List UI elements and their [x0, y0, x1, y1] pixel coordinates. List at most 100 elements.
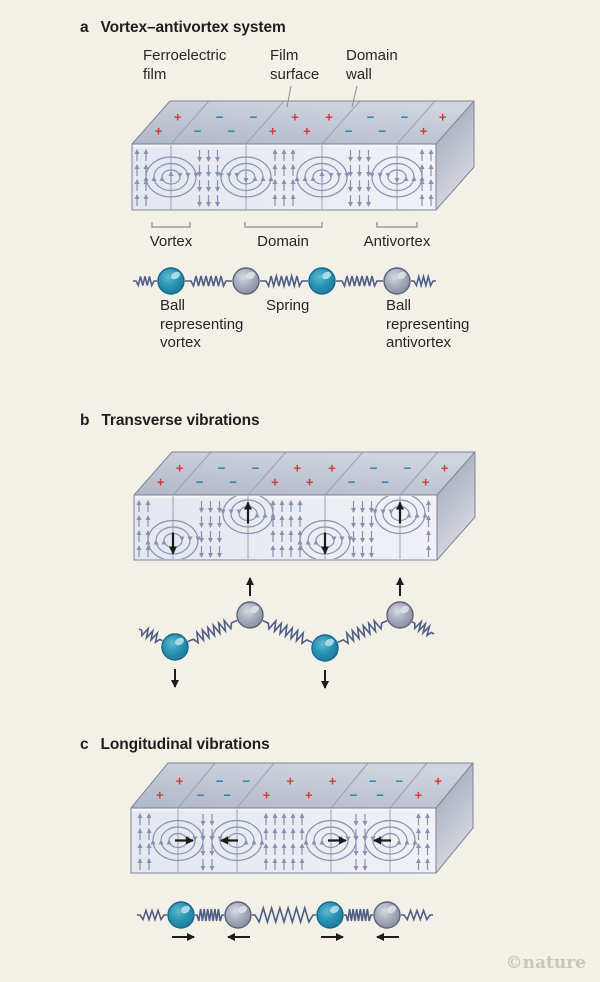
nature-watermark: ©nature	[505, 953, 586, 973]
domain-wall-top	[170, 100, 210, 145]
domain-wall-top	[396, 100, 436, 145]
domain-wall-top	[321, 100, 361, 145]
svg-text:−: −	[216, 110, 224, 125]
domain-wall-top	[324, 451, 364, 496]
spring	[337, 618, 388, 646]
antivortex-swirl	[209, 819, 265, 862]
svg-text:+: +	[328, 461, 336, 476]
vortex-ball	[311, 634, 339, 662]
svg-text:+: +	[176, 774, 184, 789]
spring	[336, 275, 383, 289]
panel-b-heading: b Transverse vibrations	[80, 412, 260, 430]
panel-c-letter: c	[80, 736, 89, 753]
svg-text:+: +	[329, 774, 337, 789]
panel-b-title: Transverse vibrations	[101, 412, 260, 429]
film-box: +−−++−−++−−++−−+	[132, 100, 474, 210]
spring	[138, 625, 163, 645]
antivortex-ball	[373, 901, 401, 929]
vortex-ball	[157, 267, 185, 295]
domain-wall-top	[399, 451, 439, 496]
vortex-ball	[316, 901, 344, 929]
svg-text:−: −	[401, 110, 409, 125]
svg-text:−: −	[404, 461, 412, 476]
svg-text:+: +	[420, 124, 428, 139]
svg-text:+: +	[271, 475, 279, 490]
svg-text:−: −	[216, 774, 224, 789]
domain-wall-top	[177, 762, 216, 809]
range-bracket	[244, 222, 323, 228]
svg-text:+: +	[155, 124, 163, 139]
vortex-ball	[308, 267, 336, 295]
spring	[195, 908, 224, 922]
antivortex-swirl	[362, 819, 418, 862]
spring	[133, 276, 157, 288]
svg-text:+: +	[415, 788, 423, 803]
spring	[185, 275, 232, 289]
antivortex-ball	[386, 601, 414, 629]
panel-a-letter: a	[80, 19, 89, 36]
svg-text:−: −	[218, 461, 226, 476]
film-box-outline	[133, 451, 476, 561]
vortex-swirl	[150, 819, 206, 862]
svg-text:−: −	[369, 774, 377, 789]
svg-text:−: −	[242, 774, 250, 789]
svg-text:−: −	[378, 124, 386, 139]
svg-text:−: −	[227, 124, 235, 139]
leader-line	[351, 85, 358, 108]
domain-wall-top	[247, 451, 287, 496]
panel-c-diagram: +−−++−−++−−++−−+	[130, 762, 474, 941]
film-box-outline	[130, 762, 474, 874]
spring	[187, 617, 238, 645]
svg-text:+: +	[263, 788, 271, 803]
ball-spring-chain	[138, 577, 435, 689]
vortex-swirl	[143, 156, 199, 198]
range-bracket	[376, 222, 418, 228]
svg-text:+: +	[286, 774, 294, 789]
svg-text:−: −	[381, 475, 389, 490]
ball-spring-chain	[133, 267, 436, 295]
svg-text:+: +	[441, 461, 449, 476]
panel-a-diagram: +−−++−−++−−++−−+	[131, 85, 475, 295]
range-bracket	[151, 222, 191, 228]
surface-charges: +−−++−−++−−++−−+	[155, 110, 447, 139]
panel-b-diagram: +−−++−−++−−++−−+	[133, 451, 476, 689]
svg-text:+: +	[434, 774, 442, 789]
spring	[260, 272, 308, 290]
svg-text:−: −	[367, 110, 375, 125]
svg-text:−: −	[376, 788, 384, 803]
antivortex-ball	[383, 267, 411, 295]
svg-text:−: −	[395, 774, 403, 789]
svg-text:+: +	[176, 461, 184, 476]
svg-text:−: −	[250, 110, 258, 125]
domain-wall-top	[172, 451, 212, 496]
svg-text:+: +	[325, 110, 333, 125]
film-box-outline	[131, 100, 475, 211]
chain-label-ball-antivortex: Ball representing antivortex	[386, 297, 470, 351]
film-box: +−−++−−++−−++−−+	[134, 451, 475, 560]
svg-text:+: +	[422, 475, 430, 490]
svg-text:+: +	[439, 110, 447, 125]
domain-wall-top	[389, 762, 428, 809]
antivortex-ball	[236, 601, 264, 629]
spring	[411, 273, 436, 289]
svg-text:−: −	[370, 461, 378, 476]
vortex-ball	[167, 901, 195, 929]
bracket-label-antivortex: Antivortex	[363, 233, 431, 250]
spring	[411, 618, 435, 638]
svg-text:+: +	[291, 110, 299, 125]
svg-text:−: −	[350, 788, 358, 803]
domain-wall-top	[245, 100, 285, 145]
panel-a-title: Vortex–antivortex system	[100, 19, 286, 36]
antivortex-swirl	[220, 496, 276, 535]
svg-text:−: −	[252, 461, 260, 476]
bracket-label-vortex: Vortex	[149, 233, 193, 250]
antivortex-swirl	[218, 156, 274, 198]
spring	[344, 908, 373, 922]
ball-spring-chain	[137, 901, 433, 941]
svg-text:+: +	[157, 475, 165, 490]
callout-ferroelectric-film: Ferroelectric film	[143, 47, 227, 83]
spring	[401, 908, 433, 922]
vortex-swirl	[294, 156, 350, 198]
